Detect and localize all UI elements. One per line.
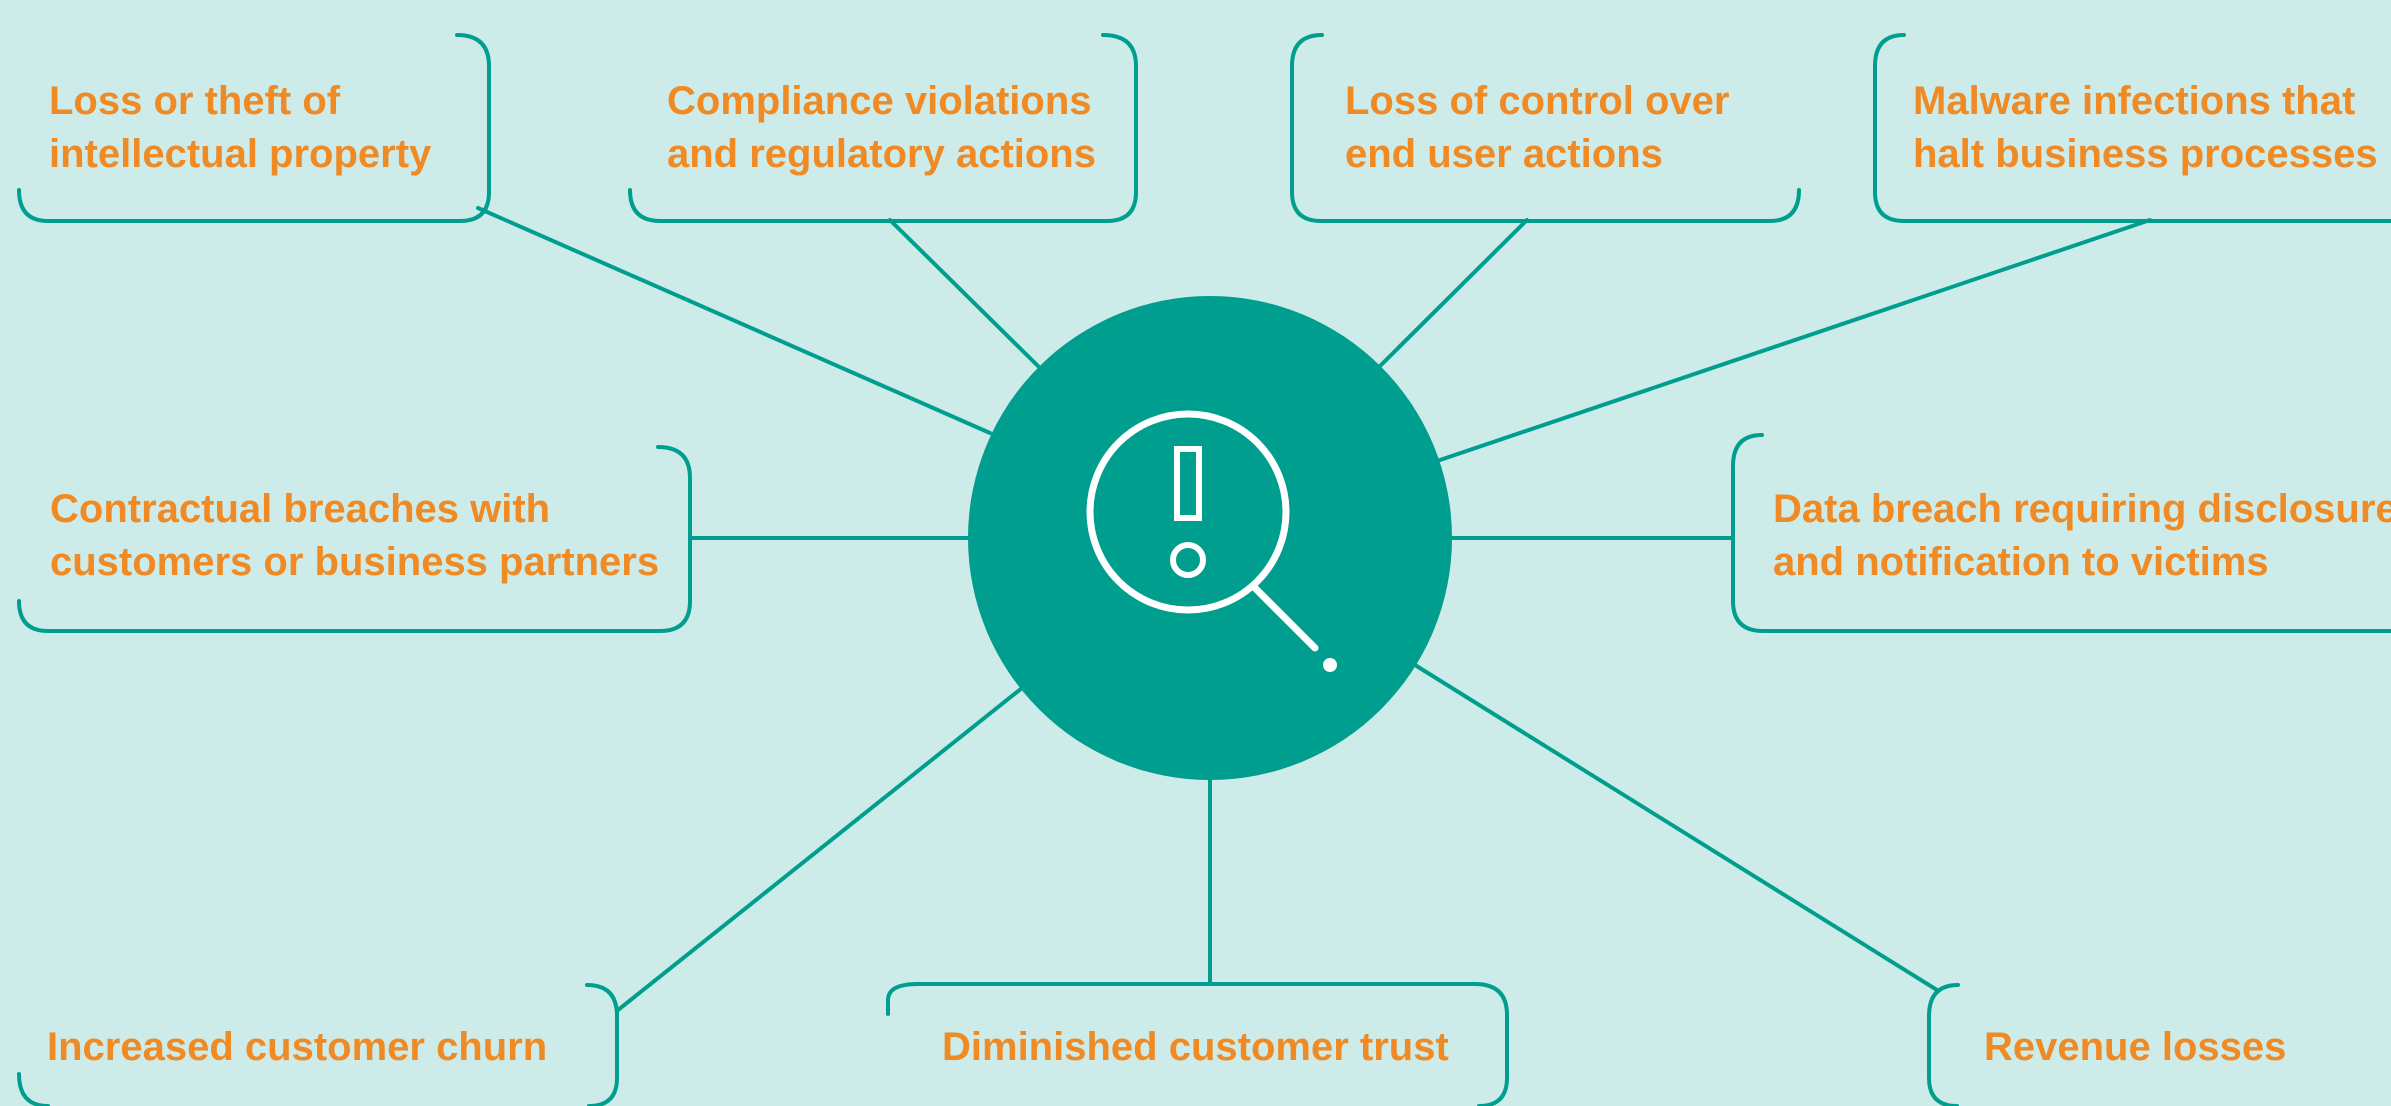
node-label-line: Malware infections that — [1913, 79, 2356, 123]
node-label-line: intellectual property — [49, 132, 432, 176]
node-label-line: customers or business partners — [50, 540, 660, 584]
connector-compliance — [888, 218, 1042, 370]
node-label-control-loss: Loss of control over end user actions — [1345, 75, 1730, 181]
node-label-line: Loss of control over — [1345, 79, 1730, 123]
node-label-line: Loss or theft of — [49, 79, 341, 123]
magnifier-exclamation-icon — [1086, 410, 1337, 672]
node-label-line: Increased customer churn — [47, 1025, 548, 1069]
node-box-compliance — [628, 33, 1138, 223]
connector-lines — [476, 206, 2152, 1012]
node-label-line: Data breach requiring disclosure — [1773, 487, 2391, 531]
node-label-trust: Diminished customer trust — [942, 1021, 1449, 1074]
center-circle — [968, 296, 1452, 780]
node-label-line: and regulatory actions — [667, 132, 1096, 176]
connector-malware — [1438, 218, 2152, 462]
node-label-churn: Increased customer churn — [47, 1021, 547, 1074]
node-label-revenue: Revenue losses — [1984, 1021, 2286, 1074]
node-label-line: Contractual breaches with — [50, 487, 551, 531]
connector-control-loss — [1376, 218, 1529, 370]
node-box-malware — [1873, 33, 2391, 223]
node-label-malware: Malware infections that halt business pr… — [1913, 75, 2378, 181]
node-box-trust — [886, 982, 1509, 1106]
node-label-line: Revenue losses — [1984, 1025, 2287, 1069]
node-label-contract-breach: Contractual breaches with customers or b… — [50, 483, 659, 589]
node-label-line: Compliance violations — [667, 79, 1092, 123]
node-label-line: Diminished customer trust — [942, 1025, 1449, 1069]
connector-revenue — [1413, 663, 1939, 992]
node-box-revenue — [1927, 983, 1960, 1106]
node-label-line: end user actions — [1345, 132, 1663, 176]
node-box-contract-breach — [17, 445, 692, 633]
node-box-ip-theft — [17, 33, 491, 223]
node-label-data-breach: Data breach requiring disclosure and not… — [1773, 483, 2391, 589]
node-label-compliance: Compliance violations and regulatory act… — [667, 75, 1096, 181]
node-box-data-breach — [1731, 433, 2391, 633]
node-boxes — [17, 33, 2391, 1106]
connector-churn — [616, 686, 1024, 1012]
node-label-ip-theft: Loss or theft of intellectual property — [49, 75, 431, 181]
node-label-line: and notification to victims — [1773, 540, 2269, 584]
node-label-line: halt business processes — [1913, 132, 2378, 176]
connector-ip-theft — [476, 206, 992, 435]
node-box-control-loss — [1290, 33, 1801, 223]
